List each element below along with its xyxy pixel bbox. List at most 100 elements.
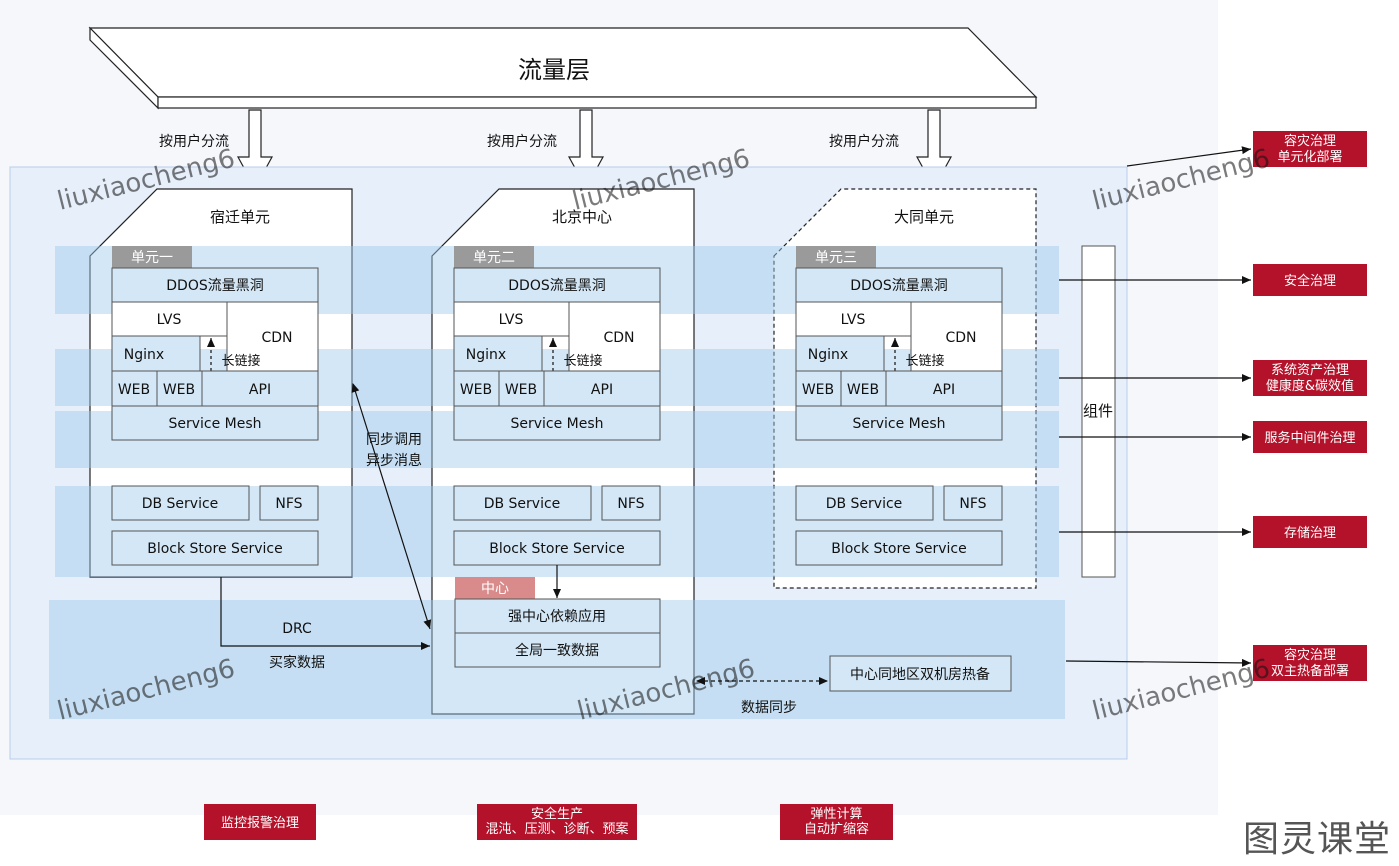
api-label: API — [249, 382, 271, 398]
lvs-label: LVS — [841, 312, 866, 328]
cdn-box — [226, 301, 319, 372]
nfs-label: NFS — [617, 496, 644, 512]
service-mesh-label: Service Mesh — [852, 416, 945, 432]
cdn-label: CDN — [945, 330, 976, 346]
disaster-unit-arrow — [1126, 146, 1252, 167]
component-column — [1081, 245, 1116, 578]
web-box-1 — [111, 370, 158, 407]
unit-title: 大同单元 — [894, 208, 954, 226]
global-data-label: 全局一致数据 — [515, 642, 599, 659]
nfs-label: NFS — [959, 496, 986, 512]
elastic-compute-box — [780, 804, 893, 840]
disaster-dual-arrow — [1065, 658, 1252, 667]
web-box-1 — [795, 370, 842, 407]
nginx-label: Nginx — [124, 347, 164, 363]
security-governance-box — [1253, 264, 1367, 296]
disaster-dual-governance-label: 双主热备部署 — [1271, 663, 1349, 679]
storage-governance-box — [1253, 516, 1367, 548]
service-mesh-box — [795, 405, 1003, 441]
lvs-box — [111, 301, 228, 337]
web-box-1 — [453, 370, 500, 407]
block-store-box — [453, 530, 661, 566]
ddos-box — [453, 267, 661, 303]
strong-center-app-label: 强中心依赖应用 — [508, 608, 606, 625]
web-label-1: WEB — [460, 382, 492, 398]
nfs-box — [943, 485, 1003, 521]
sync-call-label: 同步调用 — [366, 432, 422, 448]
db-service-box — [795, 485, 934, 521]
hot-standby-box — [829, 655, 1012, 692]
elastic-compute-label: 自动扩缩容 — [804, 821, 869, 837]
brand-logo-text: 图灵课堂 — [1242, 819, 1391, 860]
center-tag — [455, 577, 535, 599]
drc-arrow — [220, 577, 430, 650]
disaster-unit-governance-box — [1253, 131, 1367, 167]
unit-tag — [796, 246, 876, 268]
web-label-1: WEB — [802, 382, 834, 398]
cdn-label: CDN — [261, 330, 292, 346]
monitor-box — [204, 804, 316, 840]
traffic-layer: 流量层 — [88, 26, 1038, 110]
long-connection-label: 长链接 — [221, 353, 260, 369]
api-label: API — [591, 382, 613, 398]
unit-tag-label: 单元二 — [473, 250, 515, 266]
nfs-box — [259, 485, 319, 521]
disaster-unit-governance-label: 容灾治理 — [1284, 133, 1336, 149]
nginx-label: Nginx — [466, 347, 506, 363]
service-mesh-box — [111, 405, 319, 441]
data-sync-label: 数据同步 — [741, 700, 797, 716]
long-connection-label: 长链接 — [905, 353, 944, 369]
lvs-label: LVS — [499, 312, 524, 328]
disaster-dual-governance-label: 容灾治理 — [1284, 647, 1336, 663]
db-service-label: DB Service — [484, 496, 561, 512]
unit-tag-label: 单元三 — [815, 250, 857, 266]
governance-layer: 容灾治理单元化部署安全治理系统资产治理健康度&碳效值服务中间件治理存储治理容灾治… — [1059, 131, 1367, 681]
cdn-label: CDN — [603, 330, 634, 346]
center-tag-label: 中心 — [481, 581, 509, 597]
drc-label: DRC — [282, 621, 312, 637]
ddos-box — [795, 267, 1003, 303]
elastic-compute-label: 弹性计算 — [810, 807, 862, 822]
nfs-box — [601, 485, 661, 521]
cdn-box — [568, 301, 661, 372]
web-box-2 — [156, 370, 203, 407]
service-mesh-label: Service Mesh — [510, 416, 603, 432]
security-governance-label: 安全治理 — [1284, 273, 1336, 289]
nfs-label: NFS — [275, 496, 302, 512]
safety-production-label: 安全生产 — [531, 806, 583, 822]
async-msg-label: 异步消息 — [366, 452, 422, 469]
nginx-box — [795, 335, 885, 372]
block-store-label: Block Store Service — [147, 541, 283, 557]
block-store-box — [795, 530, 1003, 566]
center-region: 中心 强中心依赖应用 全局一致数据 — [454, 565, 661, 668]
assets-governance-box — [1253, 360, 1367, 396]
split-label-1: 按用户分流 — [159, 133, 229, 150]
db-service-label: DB Service — [826, 496, 903, 512]
hot-standby-label: 中心同地区双机房热备 — [850, 666, 990, 683]
lvs-label: LVS — [157, 312, 182, 328]
split-label-3: 按用户分流 — [829, 133, 899, 150]
unit-tag — [454, 246, 534, 268]
api-box — [543, 370, 661, 407]
nginx-label: Nginx — [808, 347, 848, 363]
safety-production-label: 混沌、压测、诊断、预案 — [485, 822, 628, 837]
middleware-governance-box — [1253, 421, 1367, 453]
api-label: API — [933, 382, 955, 398]
ddos-label: DDOS流量黑洞 — [850, 278, 947, 294]
ddos-box — [111, 267, 319, 303]
unit-tag — [112, 246, 192, 268]
component-label: 组件 — [1083, 402, 1113, 420]
block-store-box — [111, 530, 319, 566]
api-box — [885, 370, 1003, 407]
global-data-box — [454, 632, 661, 668]
web-label-2: WEB — [505, 382, 537, 398]
web-label-2: WEB — [847, 382, 879, 398]
disaster-dual-governance-box — [1253, 645, 1367, 681]
cdn-box — [910, 301, 1003, 372]
middleware-governance-label: 服务中间件治理 — [1264, 430, 1355, 446]
